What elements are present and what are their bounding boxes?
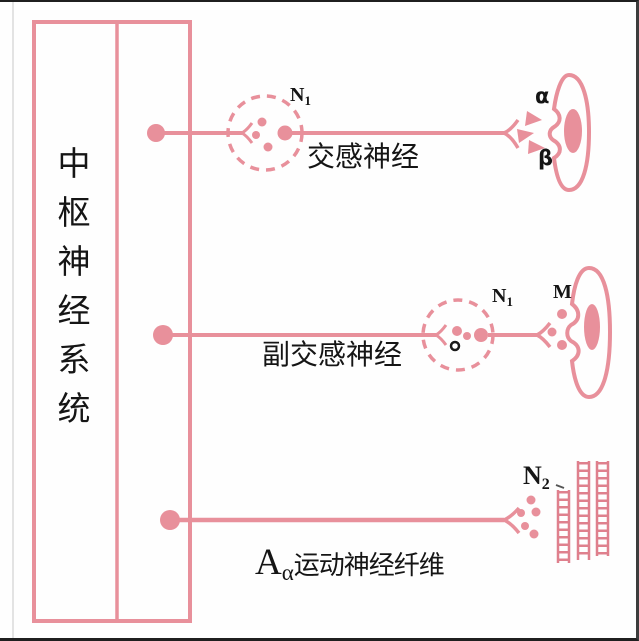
vesicle-dot: [463, 332, 471, 340]
synapse-fork-icon: [435, 324, 448, 346]
transmitter-dot: [547, 327, 557, 337]
transmitter-dot: [557, 340, 567, 350]
n1-subscript: 1: [304, 93, 311, 108]
n1-base: N: [492, 285, 507, 307]
sympathetic-nerve-label: 交感神经: [307, 142, 420, 173]
motor-prefix-a: A: [255, 542, 282, 583]
scan-artifact-line: [12, 2, 14, 638]
postganglionic-soma-dot: [474, 328, 488, 342]
n1-base: N: [290, 84, 305, 106]
n1-subscript: 1: [506, 294, 513, 309]
m-receptor-label: M: [553, 281, 572, 303]
muscle-fiber-column: [556, 490, 571, 563]
transmitter-triangle: [525, 111, 542, 126]
black-ring-dot: [449, 340, 461, 352]
motor-label-text: 运动神经纤维: [293, 551, 445, 580]
muscle-fiber-column: [576, 461, 591, 560]
beta-receptor-label: β: [538, 146, 554, 170]
target-organ-nucleus: [584, 304, 600, 350]
ganglion-n1-label-sympathetic: N1: [290, 85, 311, 107]
vesicle-dot: [517, 509, 525, 517]
target-organ-cell: [547, 72, 592, 193]
cns-box: [32, 20, 192, 623]
ganglion-n1-label-parasympathetic: N1: [492, 286, 513, 308]
postganglionic-soma-dot: [277, 125, 293, 141]
transmitter-dot: [557, 309, 567, 319]
motor-pathway: [160, 484, 565, 539]
alpha-receptor-label: α: [535, 84, 550, 108]
terminal-fork-icon: [536, 321, 552, 349]
n2-receptor-label: N2: [523, 463, 550, 493]
cns-box-outline: [32, 20, 192, 623]
parasympathetic-pathway: [153, 265, 613, 400]
motor-fiber-label: Aα运动神经纤维: [255, 542, 445, 585]
n2-base: N: [523, 461, 542, 490]
terminal-fork-icon: [503, 506, 521, 535]
vesicle-dot: [263, 142, 273, 152]
parasympathetic-nerve-label: 副交感神经: [262, 340, 403, 371]
vesicle-dot: [529, 529, 539, 539]
target-organ-cell: [565, 265, 613, 400]
vesicle-dot: [257, 117, 267, 127]
n2-subscript: 2: [541, 476, 550, 493]
synapse-fork-icon: [241, 122, 254, 144]
n2-pointer-tick: [555, 484, 565, 489]
vesicle-dot: [452, 326, 462, 336]
sympathetic-pathway: [147, 72, 592, 193]
vesicle-dot: [252, 131, 260, 139]
target-organ-nucleus: [564, 109, 582, 153]
vesicle-dot: [531, 507, 541, 517]
transmitter-triangle: [517, 129, 534, 143]
cns-title: 中枢神经系统: [52, 146, 88, 440]
ganglion-dashed-circle: [226, 94, 304, 172]
vesicle-dot: [521, 522, 529, 530]
muscle-fiber-column: [595, 461, 610, 556]
vesicle-dot: [526, 495, 536, 505]
motor-prefix-alpha: α: [281, 560, 294, 585]
muscle-fibers: [556, 461, 610, 563]
transmitter-triangle: [528, 140, 545, 154]
terminal-fork-icon: [503, 118, 520, 149]
